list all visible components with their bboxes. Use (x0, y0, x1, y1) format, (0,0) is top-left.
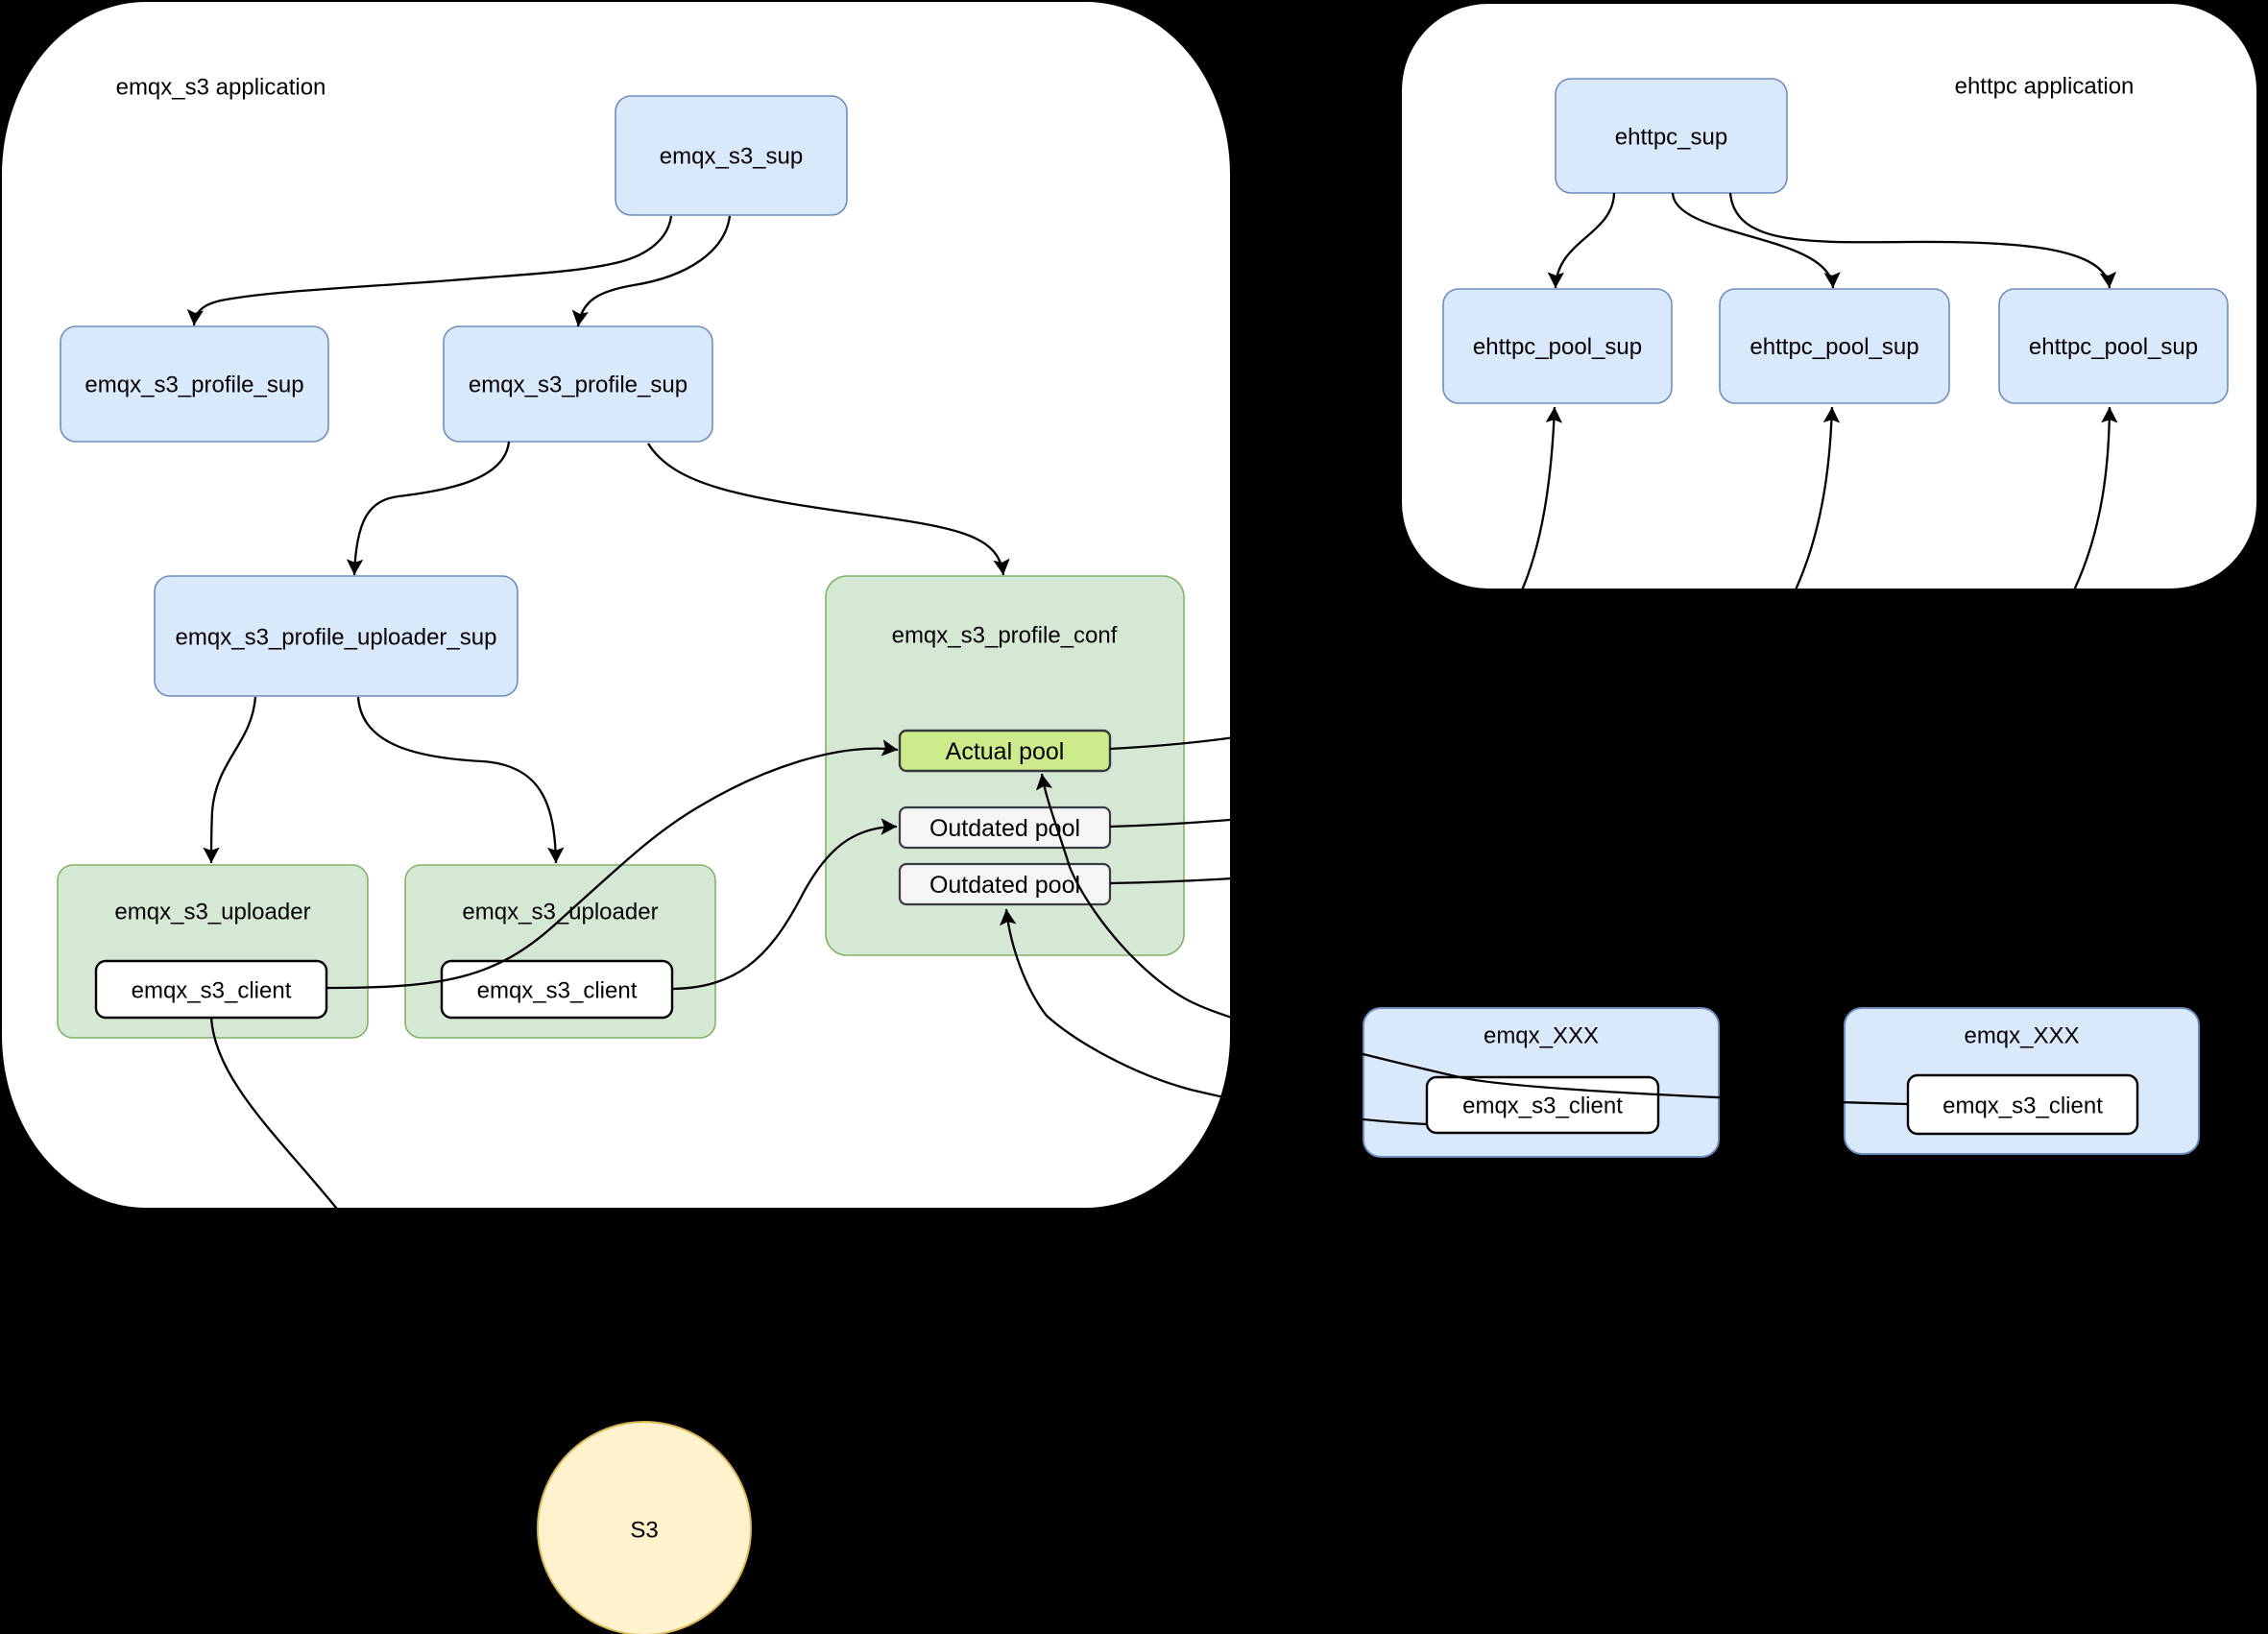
svg-text:emqx_s3_client: emqx_s3_client (1462, 1093, 1623, 1119)
svg-text:S3: S3 (630, 1518, 658, 1544)
svg-text:ehttpc_pool_sup: ehttpc_pool_sup (1749, 334, 1918, 360)
svg-text:emqx_s3_client: emqx_s3_client (1942, 1093, 2103, 1119)
svg-text:emqx_s3 application: emqx_s3 application (116, 75, 326, 101)
svg-text:ehttpc_pool_sup: ehttpc_pool_sup (1473, 334, 1642, 360)
svg-text:emqx_XXX: emqx_XXX (1964, 1023, 2079, 1049)
svg-text:ehttpc application: ehttpc application (1955, 74, 2135, 100)
svg-text:ehttpc_sup: ehttpc_sup (1615, 125, 1727, 151)
svg-text:emqx_s3_profile_conf: emqx_s3_profile_conf (892, 623, 1118, 649)
svg-text:ehttpc_pool_sup: ehttpc_pool_sup (2029, 334, 2198, 360)
svg-text:emqx_s3_client: emqx_s3_client (132, 978, 292, 1004)
svg-text:emqx_s3_profile_sup: emqx_s3_profile_sup (469, 372, 688, 398)
svg-text:emqx_s3_sup: emqx_s3_sup (660, 144, 803, 170)
svg-text:emqx_s3_uploader: emqx_s3_uploader (114, 900, 310, 925)
svg-text:emqx_s3_client: emqx_s3_client (477, 978, 638, 1004)
svg-text:Outdated pool: Outdated pool (929, 872, 1080, 899)
svg-text:emqx_s3_profile_uploader_sup: emqx_s3_profile_uploader_sup (176, 625, 497, 651)
svg-text:Actual pool: Actual pool (946, 738, 1065, 765)
svg-text:emqx_s3_profile_sup: emqx_s3_profile_sup (84, 372, 303, 398)
svg-text:emqx_XXX: emqx_XXX (1484, 1023, 1599, 1049)
